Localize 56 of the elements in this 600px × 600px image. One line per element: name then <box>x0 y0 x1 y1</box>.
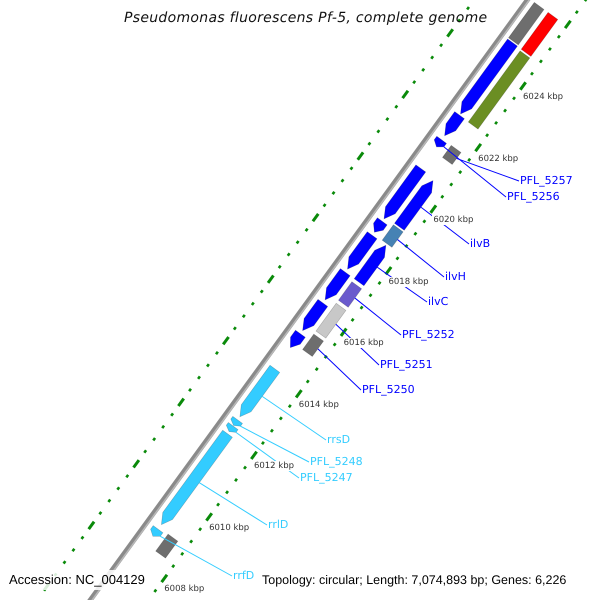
gene-label: ilvC <box>428 295 448 308</box>
gene-feature <box>347 231 378 270</box>
tick-label: 6018 kbp <box>387 276 430 287</box>
gene-feature <box>226 422 238 433</box>
tick-label: 6020 kbp <box>432 215 474 226</box>
leader-line <box>240 426 310 462</box>
gene-feature <box>434 136 447 148</box>
tick-label: 6012 kbp <box>252 461 296 472</box>
gene-label: PFL_5257 <box>520 174 573 187</box>
gene-label: rrsD <box>327 433 350 446</box>
gene-feature <box>442 144 462 165</box>
gene-feature <box>155 534 178 559</box>
leader-line <box>397 239 444 278</box>
leader-line <box>160 536 232 576</box>
gene-feature <box>290 330 306 348</box>
leader-line <box>456 158 520 182</box>
gene-feature <box>302 334 324 357</box>
gene-feature <box>316 302 346 339</box>
tick-label: 6022 kbp <box>477 154 520 164</box>
tick-label: 6016 kbp <box>342 338 385 348</box>
leader-line <box>262 396 326 440</box>
gene-label: rrlD <box>268 518 288 531</box>
gene-feature <box>384 164 426 220</box>
gene-feature <box>338 281 362 308</box>
gene-feature <box>508 2 544 46</box>
gene-label: PFL_5252 <box>402 328 455 341</box>
gene-feature <box>240 364 280 418</box>
gene-label: PFL_5251 <box>380 358 433 371</box>
leader-line <box>317 348 362 390</box>
gene-label: PFL_5250 <box>362 383 415 396</box>
gene-label: PFL_5256 <box>507 190 560 203</box>
gene-feature <box>373 217 388 233</box>
gene-label: rrfD <box>233 569 254 582</box>
gene-feature <box>394 180 434 231</box>
gene-feature <box>150 525 164 537</box>
gene-feature <box>520 12 558 57</box>
gene-label: ilvH <box>445 270 466 283</box>
gene-feature <box>161 430 233 526</box>
gene-label: PFL_5247 <box>300 471 353 484</box>
title: Pseudomonas fluorescens Pf-5, complete genome <box>124 9 488 27</box>
gene-feature <box>230 416 243 427</box>
gene-label: PFL_5248 <box>310 455 363 468</box>
gene-feature <box>324 268 351 300</box>
tick-label: 6008 kbp <box>163 584 206 594</box>
gene-feature <box>460 38 518 114</box>
leader-line <box>354 298 402 336</box>
tick-label: 6024 kbp <box>522 92 564 102</box>
tick-label: 6014 kbp <box>298 400 340 410</box>
gene-feature <box>382 224 404 248</box>
leader-line <box>198 482 268 526</box>
leader-line <box>443 146 506 198</box>
gene-feature <box>302 298 328 332</box>
tick-label: 6010 kbp <box>208 522 250 533</box>
gene-feature <box>354 244 386 286</box>
gene-label: ilvB <box>470 237 490 250</box>
gene-feature <box>444 111 465 136</box>
